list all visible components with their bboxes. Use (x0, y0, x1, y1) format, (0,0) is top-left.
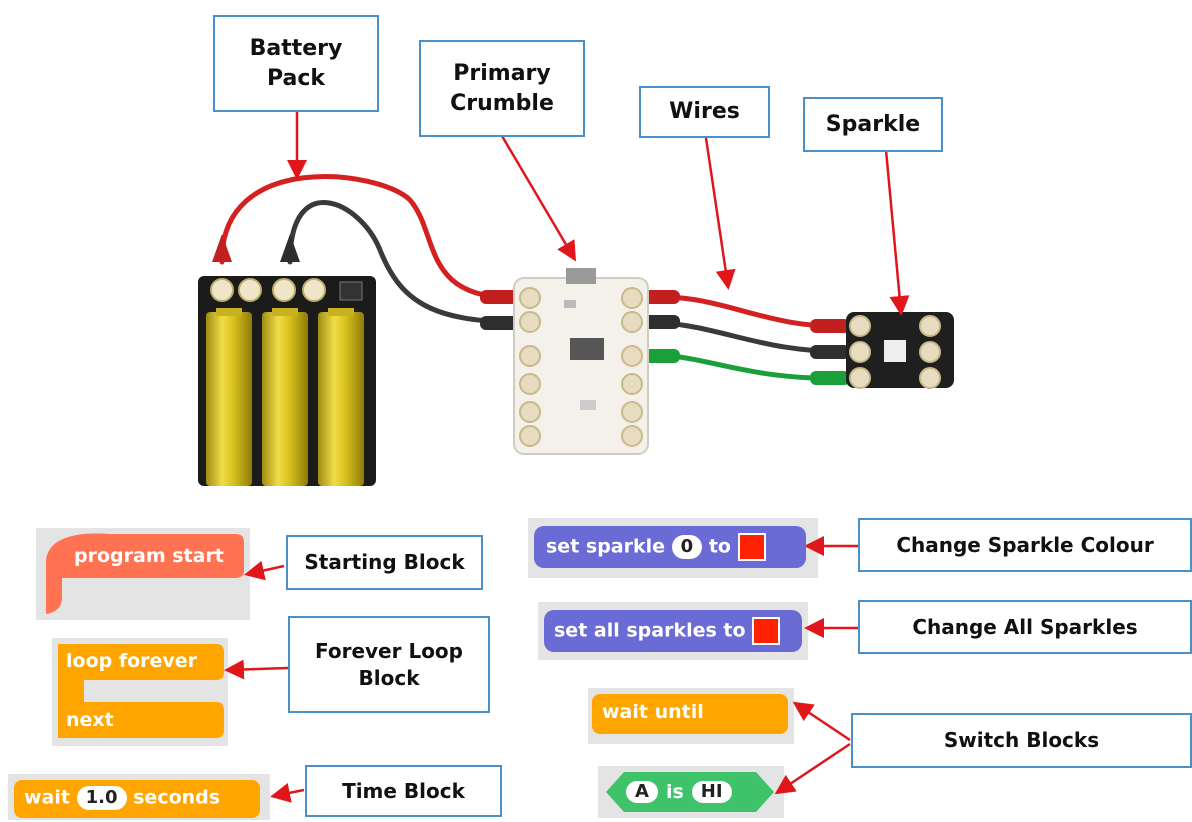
annotation-arrows (224, 112, 910, 803)
loop-forever-shape (58, 644, 224, 738)
time-block-label: Time Block (305, 765, 502, 817)
loop-forever-block: loop forever (66, 650, 198, 672)
set-sparkle-block: set sparkle 0 to (534, 526, 806, 568)
crumble-board (513, 268, 649, 455)
change-all-sparkles-label: Change All Sparkles (858, 600, 1192, 654)
switch-pin-value[interactable]: A (626, 781, 658, 803)
set-all-sparkles-block: set all sparkles to (544, 610, 802, 652)
sparkle-index-value[interactable]: 0 (671, 535, 703, 559)
wait-until-block: wait until (592, 694, 788, 734)
wait-seconds-block: wait 1.0 seconds (14, 780, 260, 818)
program-start-shape (46, 533, 244, 614)
wait-duration-value[interactable]: 1.0 (76, 786, 127, 810)
battery-pack (198, 276, 376, 486)
starting-block-label: Starting Block (286, 535, 483, 590)
program-start-block: program start (74, 545, 224, 567)
sparkle-label: Sparkle (803, 97, 943, 152)
sparkle-board (846, 312, 954, 389)
wires-label: Wires (639, 86, 770, 138)
crocodile-clips (212, 234, 850, 385)
next-block: next (66, 709, 114, 731)
switch-state-value[interactable]: HI (691, 781, 732, 803)
sparkle-colour-swatch[interactable] (737, 533, 766, 561)
change-sparkle-colour-label: Change Sparkle Colour (858, 518, 1192, 572)
switch-blocks-label: Switch Blocks (851, 713, 1192, 768)
all-sparkles-colour-swatch[interactable] (752, 617, 781, 645)
switch-condition-block: A is HI (626, 778, 762, 806)
